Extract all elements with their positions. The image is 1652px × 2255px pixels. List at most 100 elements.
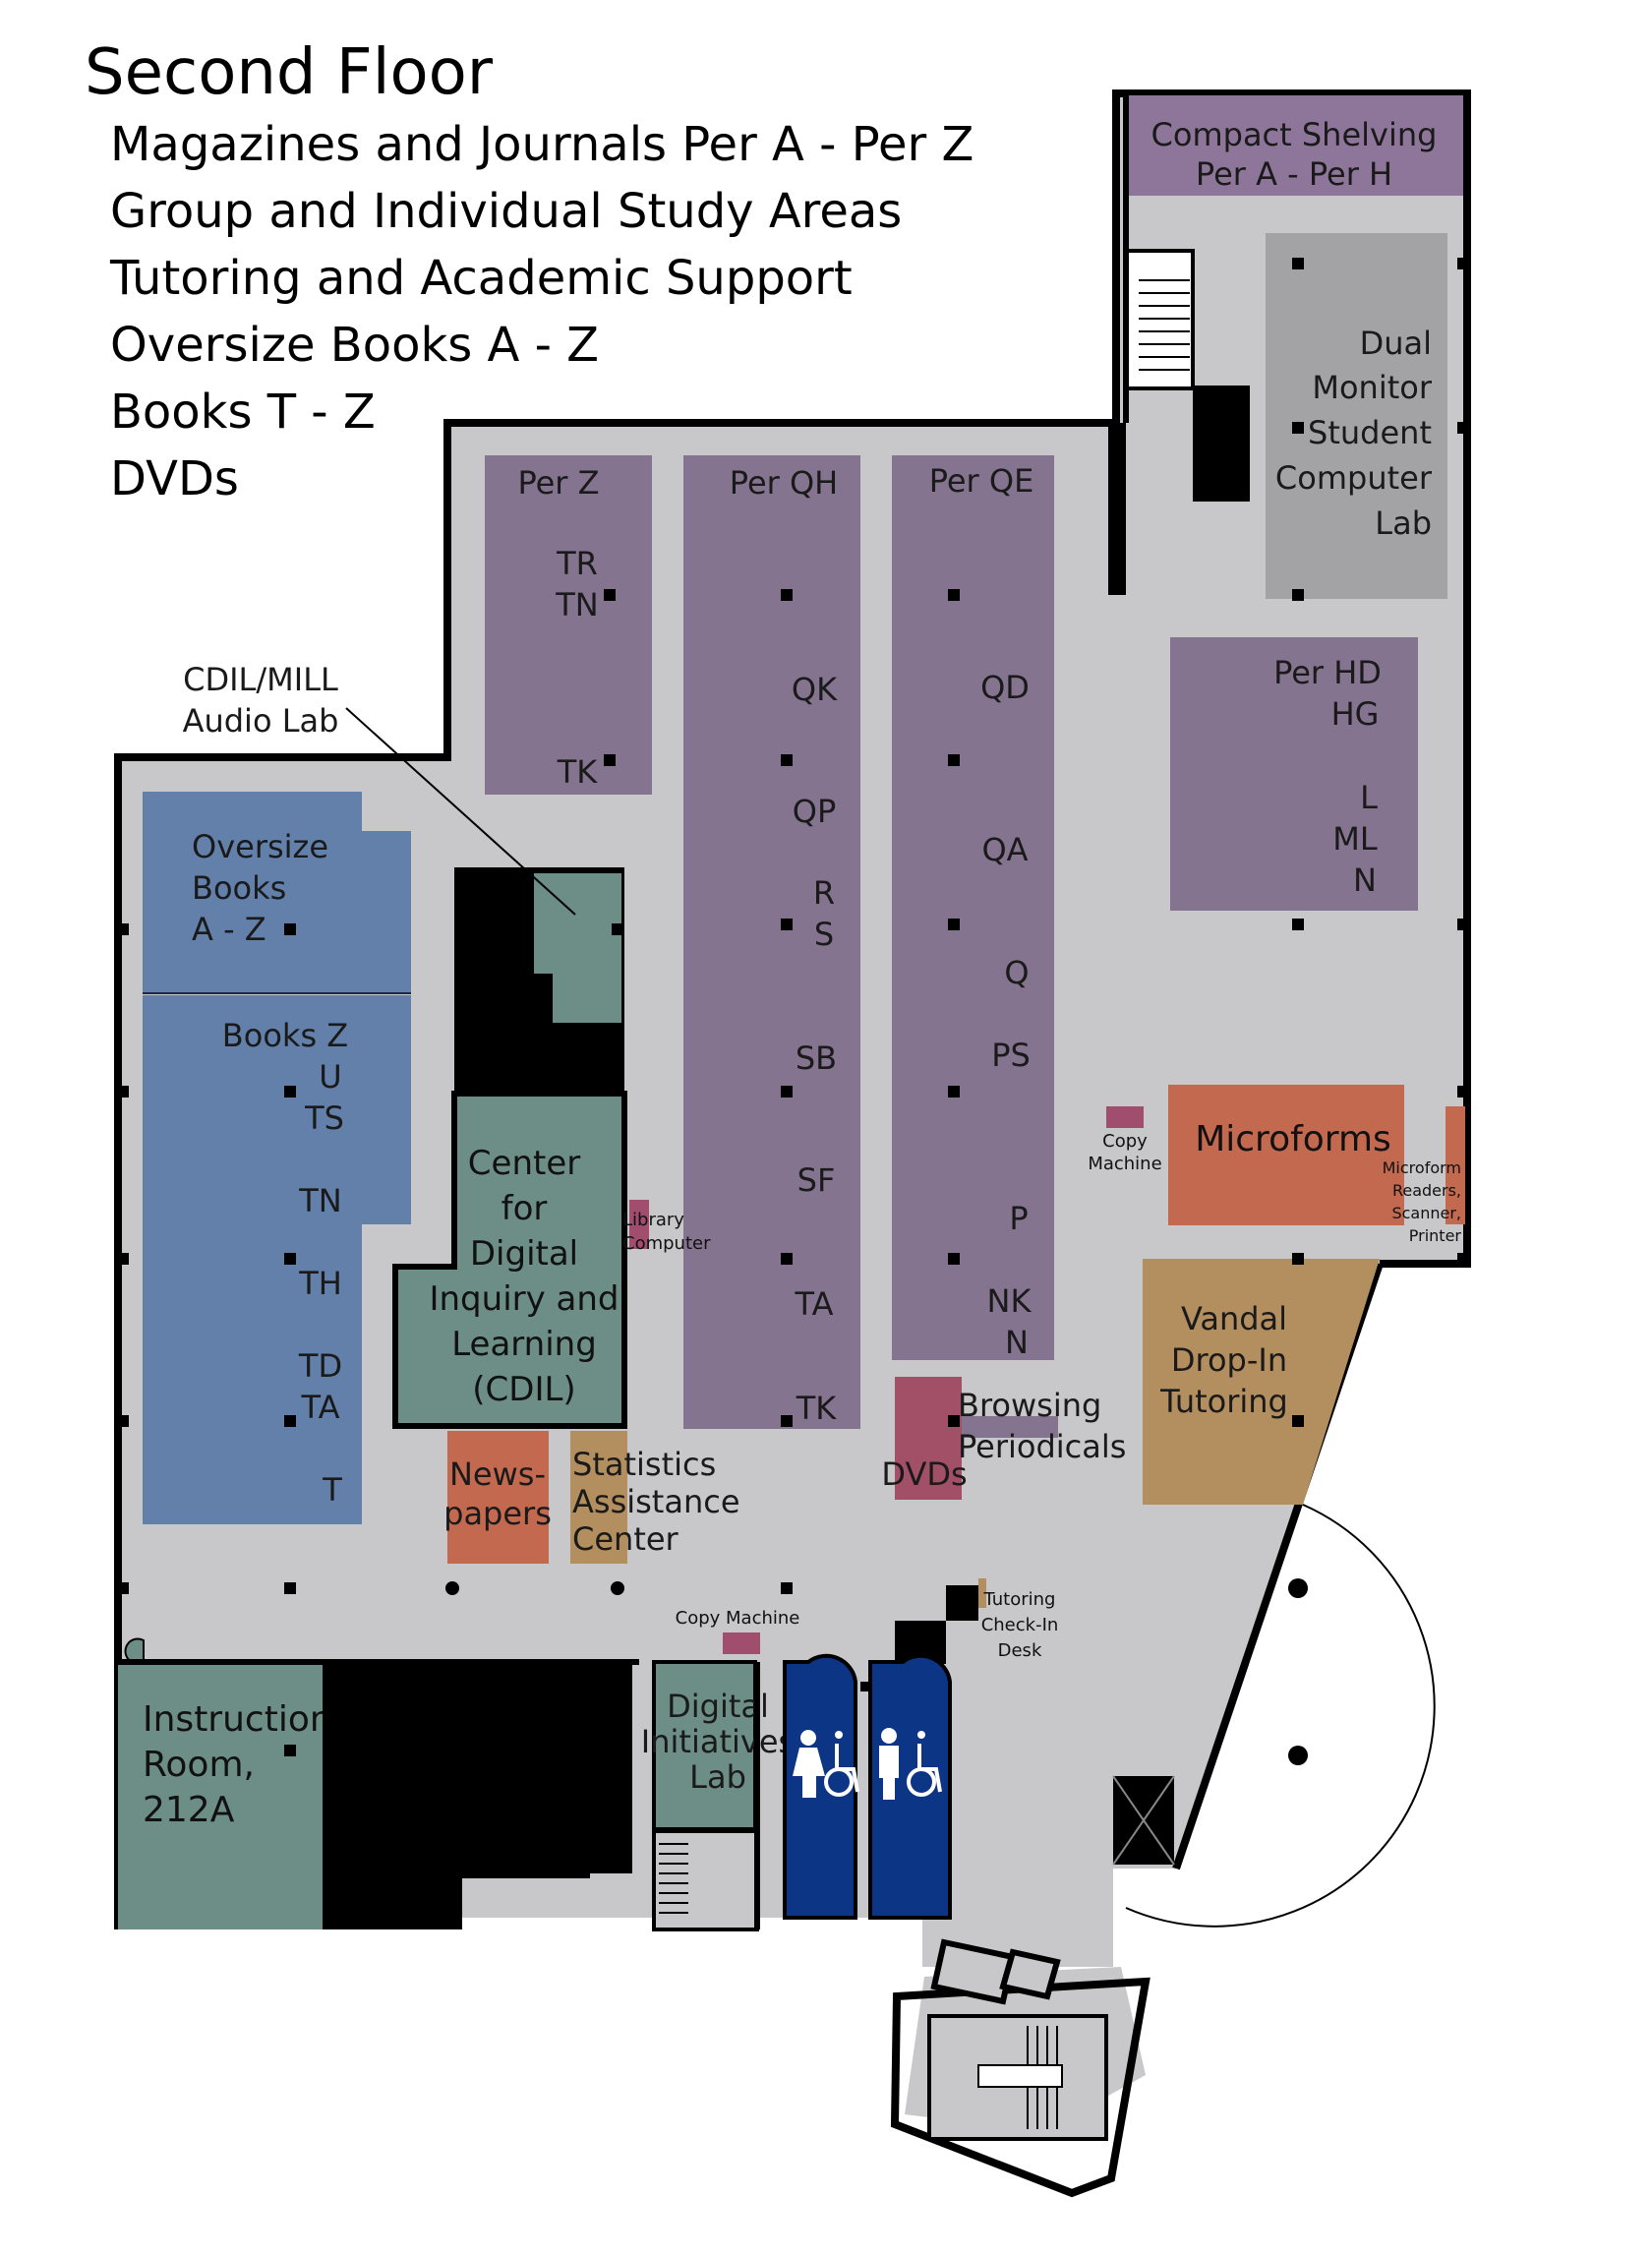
per-qh-label-sb: SB	[796, 1039, 837, 1077]
per-hd-stack: Per HD HG L ML N	[1170, 637, 1418, 911]
tutoring-desk-label-3: Desk	[998, 1640, 1042, 1661]
page-title: Second Floor	[85, 36, 494, 109]
column-marker	[117, 1582, 129, 1594]
instruction-room: Instruction Room, 212A	[118, 1637, 332, 1929]
column-marker	[117, 1253, 129, 1265]
per-hd-label-ml: ML	[1332, 820, 1378, 858]
copy-machine-bottom-label: Copy Machine	[676, 1608, 800, 1629]
computer-lab-label-5: Lab	[1375, 504, 1432, 542]
library-computer-label-2: Computer	[622, 1233, 711, 1254]
per-qh-label-sf: SF	[797, 1161, 836, 1199]
cdil-label-2: for	[502, 1189, 548, 1228]
per-qe-label-qd: QD	[980, 669, 1030, 706]
column-marker	[948, 919, 960, 930]
per-z-label-tr: TR	[556, 545, 598, 582]
books-label-ta: TA	[301, 1389, 340, 1426]
newspapers-area: News- papers	[443, 1431, 552, 1564]
audio-lab-label-2: Audio Lab	[183, 702, 339, 740]
stairs-top-right	[1108, 249, 1250, 595]
cdil-label-1: Center	[468, 1144, 580, 1183]
books-label-ts: TS	[304, 1099, 344, 1137]
vandal-label-2: Drop-In	[1171, 1341, 1287, 1379]
column-marker	[611, 1581, 624, 1595]
column-marker	[948, 1415, 960, 1427]
column-marker	[284, 1253, 296, 1265]
dvds-area: DVDs	[881, 1377, 968, 1500]
audio-lab-callout: CDIL/MILL Audio Lab	[183, 661, 576, 916]
cdil-label-5: Learning	[451, 1325, 597, 1364]
restroom-women	[783, 1653, 859, 1920]
statistics-assistance-center: Statistics Assistance Center	[570, 1431, 740, 1564]
books-label-th: TH	[298, 1265, 342, 1302]
header-line-3: Tutoring and Academic Support	[109, 251, 853, 306]
statistics-label-2: Assistance	[572, 1483, 740, 1520]
column-marker	[117, 1415, 129, 1427]
header-block: Second Floor Magazines and Journals Per …	[85, 36, 974, 506]
instruction-room-label-3: 212A	[143, 1790, 235, 1830]
browsing-label-2: Periodicals	[958, 1428, 1126, 1465]
per-z-label-tk: TK	[557, 753, 599, 791]
newspapers-label-1: News-	[449, 1455, 546, 1493]
column-marker	[948, 1086, 960, 1098]
per-qh-label-r: R	[813, 874, 835, 912]
restroom-divider	[860, 1682, 868, 1691]
column-marker	[1292, 422, 1304, 434]
library-computer-label-1: Library	[622, 1210, 684, 1230]
man-restroom-icon	[879, 1728, 899, 1800]
restroom-men	[868, 1653, 952, 1920]
per-z-stack: Per Z TR TN TK	[485, 455, 652, 795]
column-marker	[781, 919, 793, 930]
compact-shelving-range: Per A - Per H	[1196, 155, 1392, 193]
microform-equipment-label-1: Microform	[1383, 1158, 1461, 1177]
computer-lab-label-2: Monitor	[1312, 369, 1432, 406]
microform-equipment-label-4: Printer	[1409, 1226, 1462, 1245]
browsing-label-1: Browsing	[958, 1387, 1101, 1424]
per-hd-label-hg: HG	[1331, 695, 1380, 733]
per-qe-label-qa: QA	[981, 831, 1028, 868]
per-qh-label-tk: TK	[796, 1390, 838, 1427]
column-marker	[284, 1086, 296, 1098]
per-hd-label-l: L	[1360, 779, 1378, 816]
per-z-label-tn: TN	[555, 586, 598, 623]
header-line-1: Magazines and Journals Per A - Per Z	[110, 117, 974, 172]
per-qh-label-ta: TA	[795, 1285, 834, 1323]
column-marker	[1457, 258, 1469, 269]
column-marker	[284, 1415, 296, 1427]
browsing-periodicals: Browsing Periodicals	[958, 1387, 1126, 1465]
books-t-z-area: Books Z U TS TN TH TD TA T	[143, 995, 411, 1524]
compact-shelving-label: Compact Shelving	[1151, 116, 1438, 153]
cdil-label-3: Digital	[470, 1234, 578, 1274]
microform-equipment-label-2: Readers,	[1392, 1181, 1461, 1200]
column-marker	[948, 1253, 960, 1265]
computer-lab-label-3: Student	[1308, 414, 1432, 451]
column-marker	[604, 754, 616, 766]
newspapers-label-2: papers	[443, 1495, 552, 1532]
digital-initiatives-label-1: Digital	[667, 1688, 769, 1725]
library-computer: Library Computer	[622, 1200, 711, 1254]
digital-initiatives-label-2: Initiatives	[641, 1723, 795, 1760]
copy-machine-right-label-2: Machine	[1088, 1154, 1161, 1174]
column-marker	[1292, 589, 1304, 601]
header-line-2: Group and Individual Study Areas	[110, 184, 902, 239]
wheelchair-icon	[907, 1731, 942, 1797]
stairs-bottom-tower	[890, 1938, 1150, 2198]
column-marker	[1292, 919, 1304, 930]
cdil-label-4: Inquiry and	[429, 1279, 619, 1319]
per-hd-label-n: N	[1353, 861, 1377, 899]
column-marker	[117, 1086, 129, 1098]
column-marker	[781, 1582, 793, 1594]
stairs-bottom-left	[652, 1829, 759, 1931]
column-marker	[781, 589, 793, 601]
curved-atrium	[1125, 1504, 1436, 1928]
column-marker	[117, 923, 129, 935]
cdil-audio-lab	[454, 867, 624, 1094]
compact-shelving-area: Compact Shelving Per A - Per H	[1126, 95, 1463, 196]
per-qe-title: Per QE	[929, 462, 1034, 500]
oversize-label-3: A - Z	[192, 911, 266, 948]
digital-initiatives-lab: Digital Initiatives Lab	[641, 1660, 795, 1831]
column-marker	[1292, 1415, 1304, 1427]
elevator-icon	[1112, 1775, 1175, 1866]
microforms-label: Microforms	[1195, 1119, 1391, 1159]
column-marker	[612, 923, 623, 935]
